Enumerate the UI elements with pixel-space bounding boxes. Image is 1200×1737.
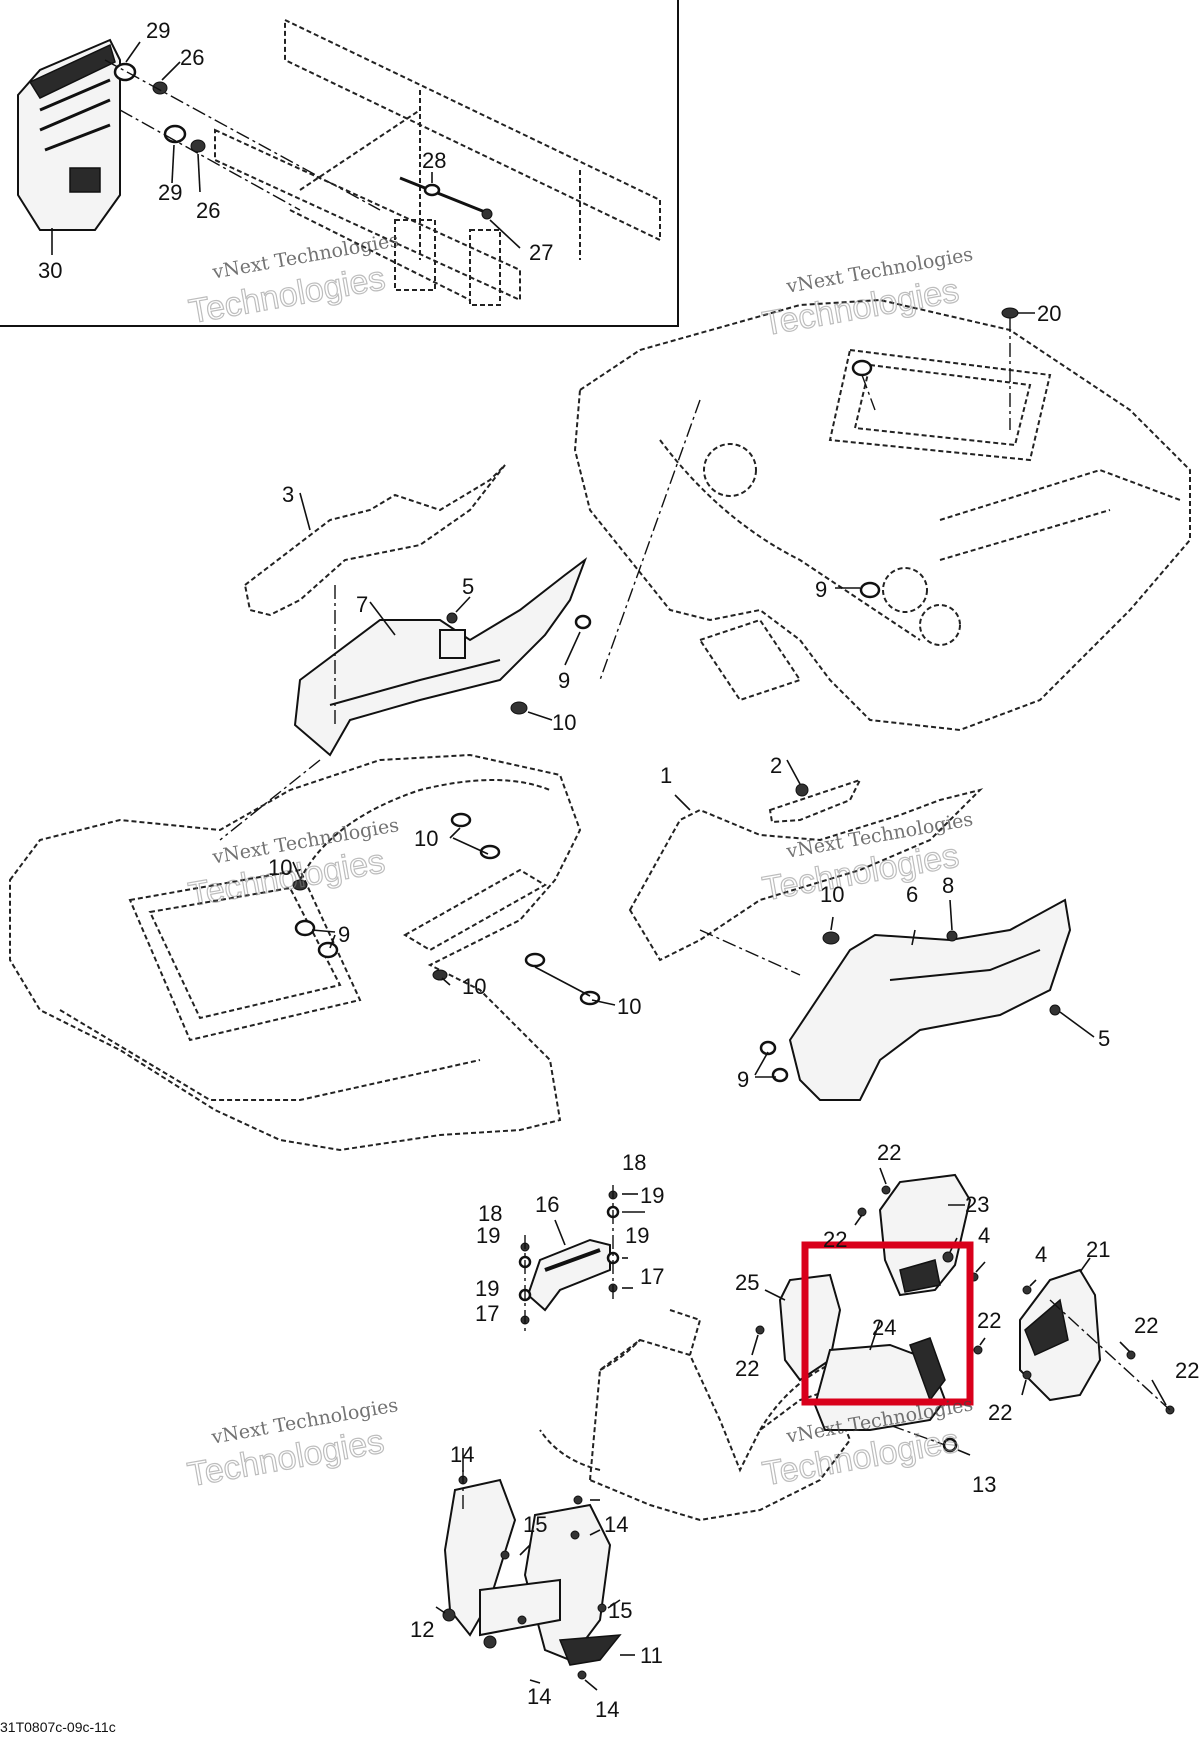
callout-5: 5: [1098, 1026, 1110, 1051]
side-panel-part-6: [788, 898, 1072, 1101]
deflector-part-25: [778, 1273, 842, 1382]
callout-9: 9: [815, 577, 827, 602]
callout-14: 14: [595, 1697, 619, 1722]
callout-22: 22: [1175, 1358, 1199, 1383]
rear-fender-body: [573, 298, 1191, 732]
right-side-panel-group: [628, 759, 1095, 1101]
callout-4: 4: [1035, 1242, 1047, 1267]
callout-19: 19: [640, 1183, 664, 1208]
inset-rear-rack-detail: [0, 0, 679, 327]
callout-1: 1: [660, 763, 672, 788]
callout-10: 10: [268, 855, 292, 880]
footrest-bracket-group: [518, 1185, 645, 1335]
nut-part-26: [152, 81, 168, 95]
washer-part-28: [423, 183, 441, 197]
callout-2: 2: [770, 753, 782, 778]
callout-15: 15: [608, 1598, 632, 1623]
callout-24: 24: [872, 1315, 896, 1340]
nut-part-9: [574, 614, 592, 630]
callout-10: 10: [617, 994, 641, 1019]
washer-part-29: [163, 124, 187, 144]
callout-4: 4: [978, 1223, 990, 1248]
washer-part-9: [851, 359, 873, 377]
callout-25: 25: [735, 1270, 759, 1295]
callout-7: 7: [356, 592, 368, 617]
callout-27: 27: [529, 240, 553, 265]
callout-10: 10: [820, 882, 844, 907]
storage-box-lid-part-30: [28, 43, 116, 99]
callout-22: 22: [1134, 1313, 1158, 1338]
front-chassis-group: [435, 1309, 971, 1691]
callout-18: 18: [622, 1150, 646, 1175]
decal-part-1: [628, 788, 984, 962]
callout-6: 6: [906, 882, 918, 907]
front-fender-assembly: [9, 753, 616, 1152]
callout-17: 17: [475, 1301, 499, 1326]
splash-guard-part-23: [878, 1173, 972, 1297]
callout-11: 11: [640, 1643, 663, 1668]
callout-15: 15: [523, 1512, 547, 1537]
washer-part-9: [759, 1040, 777, 1056]
callout-8: 8: [942, 873, 954, 898]
callout-22: 22: [735, 1356, 759, 1381]
nut-part-10: [822, 931, 840, 945]
callout-10: 10: [462, 974, 486, 999]
callout-22: 22: [977, 1308, 1001, 1333]
callout-5: 5: [462, 574, 474, 599]
figure-caption: 31T0807c-09c-11c: [0, 1719, 116, 1735]
nut-part-26: [190, 139, 206, 153]
callout-22: 22: [988, 1400, 1012, 1425]
screw-part-2: [795, 783, 809, 797]
callout-19: 19: [476, 1223, 500, 1248]
rear-fender-assembly: [573, 298, 1191, 732]
callout-22: 22: [823, 1227, 847, 1252]
screw-part-8: [946, 930, 958, 942]
callout-19: 19: [625, 1223, 649, 1248]
left-side-panel-group: [243, 464, 592, 757]
callout-labels: 29 26 29 26 28 27 30 20 3 5 7 9 10 9 1 2…: [38, 18, 1199, 1722]
callout-26: 26: [180, 45, 204, 70]
nut-part-10: [510, 701, 528, 715]
callout-20: 20: [1037, 301, 1061, 326]
callout-3: 3: [282, 482, 294, 507]
front-frame: [588, 1338, 852, 1522]
callout-28: 28: [422, 148, 446, 173]
callout-30: 30: [38, 258, 62, 283]
callout-16: 16: [535, 1192, 559, 1217]
callout-14: 14: [604, 1512, 628, 1537]
front-fender-body: [9, 753, 582, 1152]
callout-14: 14: [527, 1684, 551, 1709]
callout-17: 17: [640, 1264, 664, 1289]
callout-26: 26: [196, 198, 220, 223]
washer-part-9: [771, 1067, 789, 1083]
callout-29: 29: [146, 18, 170, 43]
trim-part-2: [768, 778, 862, 824]
bolt-part-27: [481, 208, 493, 220]
callout-9: 9: [558, 668, 570, 693]
callout-10: 10: [552, 710, 576, 735]
callout-10: 10: [414, 826, 438, 851]
callout-18: 18: [478, 1201, 502, 1226]
highlight-box: [801, 1241, 974, 1406]
nut-part-20: [1001, 307, 1019, 319]
callout-19: 19: [475, 1276, 499, 1301]
rear-rack-frame: [214, 18, 661, 302]
decal-part-3: [243, 464, 506, 617]
callout-9: 9: [338, 922, 350, 947]
callout-9: 9: [737, 1067, 749, 1092]
callout-12: 12: [410, 1617, 434, 1642]
callout-21: 21: [1086, 1237, 1110, 1262]
screw-part-5: [1049, 1004, 1061, 1016]
callout-13: 13: [972, 1472, 996, 1497]
splash-guard-group: [751, 1167, 1175, 1431]
watermarks: vNext Technologies Technologies vNext Te…: [184, 229, 974, 1495]
callout-14: 14: [450, 1442, 474, 1467]
callout-29: 29: [158, 180, 182, 205]
washer-part-29: [113, 62, 137, 82]
callout-23: 23: [965, 1192, 989, 1217]
screw-part-5: [446, 612, 458, 624]
callout-22: 22: [877, 1140, 901, 1165]
